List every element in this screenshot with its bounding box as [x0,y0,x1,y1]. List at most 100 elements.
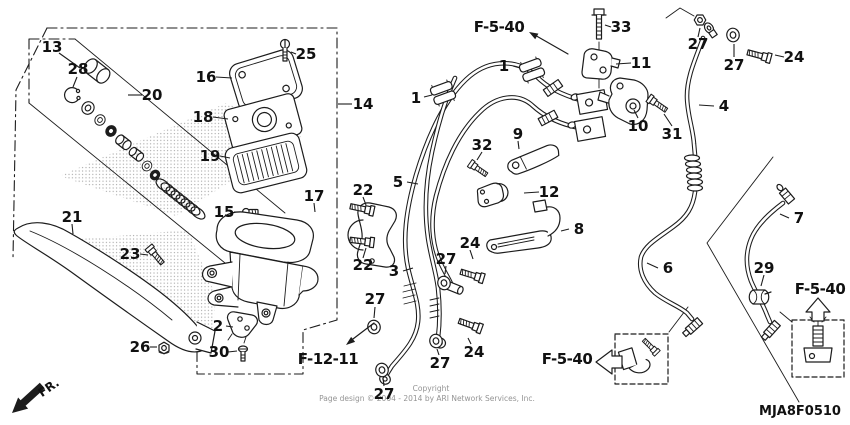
leader-line-part-30 [227,350,238,353]
part-label-33[interactable]: 33 [611,18,632,36]
detail-box-caliper-joint [614,333,669,385]
piston-kit-drawing [64,58,206,220]
part-label-10[interactable]: 10 [628,117,649,135]
leader-line-part-4 [698,104,715,107]
part-11-bracket [581,48,621,80]
return-spring [155,178,206,220]
part-label-27[interactable]: 27 [430,354,451,372]
front-brake-hose-4-6 [637,22,718,338]
part-24-oil-bolt [745,46,773,64]
part-label-22[interactable]: 22 [353,181,374,199]
leader-line-part-5 [406,181,419,185]
part-label-24[interactable]: 24 [784,48,805,66]
part-label-9[interactable]: 9 [513,125,523,143]
ref-f5-40-right[interactable]: F-5-40 [795,280,846,298]
leader-line-part-29 [760,274,765,287]
part-21-brake-lever [13,222,216,354]
part-label-24[interactable]: 24 [460,234,481,252]
part-label-18[interactable]: 18 [193,108,214,126]
part-label-5[interactable]: 5 [393,173,403,191]
part-label-13[interactable]: 13 [42,38,63,56]
leader-line-part-1 [512,65,521,69]
part-2-switch [226,311,258,344]
part-label-15[interactable]: 15 [214,203,235,221]
leader-line-part-22 [362,247,367,259]
assembly-boundary-dashed [12,27,338,375]
leader-line-part-8 [560,228,570,232]
part-label-29[interactable]: 29 [754,259,775,277]
leader-line-part-27 [436,348,440,356]
part-label-26[interactable]: 26 [130,338,151,356]
part-label-23[interactable]: 23 [120,245,141,263]
part-26-pivot-nut [158,341,170,355]
part-label-22[interactable]: 22 [353,256,374,274]
part-label-16[interactable]: 16 [196,68,217,86]
part-label-4[interactable]: 4 [719,97,729,115]
piston-cup [149,169,161,181]
part-label-27[interactable]: 27 [724,56,745,74]
part-label-32[interactable]: 32 [472,136,493,154]
leader-line-part-10 [633,109,639,119]
part-9-lever-guard [507,144,560,175]
leader-line-part-13 [58,52,81,69]
part-label-27[interactable]: 27 [688,35,709,53]
part-28-circlip [64,87,81,104]
part-label-1[interactable]: 1 [499,57,509,75]
part-label-28[interactable]: 28 [68,60,89,78]
f5-40-up-block-arrow [805,297,831,322]
leader-line-part-19 [219,155,231,159]
part-label-17[interactable]: 17 [304,187,325,205]
part-label-21[interactable]: 21 [62,208,83,226]
part-label-1[interactable]: 1 [411,89,421,107]
part-24-oil-bolt [458,266,486,285]
part-31-bolt [645,93,670,115]
f12-11-arrow [346,322,375,345]
part-29-hose-clamp [748,289,772,305]
f5-40-top-arrow [529,32,569,55]
part-label-24[interactable]: 24 [464,343,485,361]
leader-line-part-11 [615,62,632,65]
part-label-31[interactable]: 31 [662,125,683,143]
part-label-11[interactable]: 11 [631,54,652,72]
part-label-12[interactable]: 12 [539,183,560,201]
detail-box-caliper-fitting [791,316,845,378]
part-label-6[interactable]: 6 [663,259,673,277]
part-label-8[interactable]: 8 [574,220,584,238]
part-label-27[interactable]: 27 [365,290,386,308]
part-label-2[interactable]: 2 [213,317,223,335]
part-label-14[interactable]: 14 [353,95,374,113]
ref-f5-40-bottom[interactable]: F-5-40 [542,350,593,368]
part-25-cover-screw [279,38,291,62]
leader-line-part-31 [663,113,673,127]
ref-f5-40-top[interactable]: F-5-40 [474,18,525,36]
leader-line-part-32 [476,151,483,161]
copyright-line2: Page design © 2004 - 2014 by ARI Network… [319,394,535,403]
part-label-20[interactable]: 20 [142,86,163,104]
part-12-hose-clamp [476,182,509,208]
part-10-bracket [597,77,649,125]
leader-line-part-1 [423,94,433,98]
part-27-sealing-washer [725,26,741,44]
part-label-19[interactable]: 19 [200,147,221,165]
leader-line-part-28 [72,76,78,88]
leader-line-part-33 [604,24,612,28]
piston-seal [105,125,117,137]
leader-line-part-22 [362,196,367,206]
part-24-oil-bolt [456,315,484,335]
ref-f12-11[interactable]: F-12-11 [298,350,359,368]
leader-line-part-2 [225,325,234,328]
master-cylinder-body [201,211,319,326]
leader-line-part-17 [313,202,316,213]
part-19-diaphragm [224,132,308,194]
leader-line-part-25 [290,51,297,55]
part-label-3[interactable]: 3 [389,262,399,280]
f5-40-left-block-arrow [595,349,623,375]
part-label-30[interactable]: 30 [209,343,230,361]
part-label-27[interactable]: 27 [374,385,395,403]
part-label-27[interactable]: 27 [436,250,457,268]
leader-line-part-24 [774,54,785,58]
piston-spacer [115,134,132,151]
part-label-7[interactable]: 7 [794,209,804,227]
part-label-25[interactable]: 25 [296,45,317,63]
